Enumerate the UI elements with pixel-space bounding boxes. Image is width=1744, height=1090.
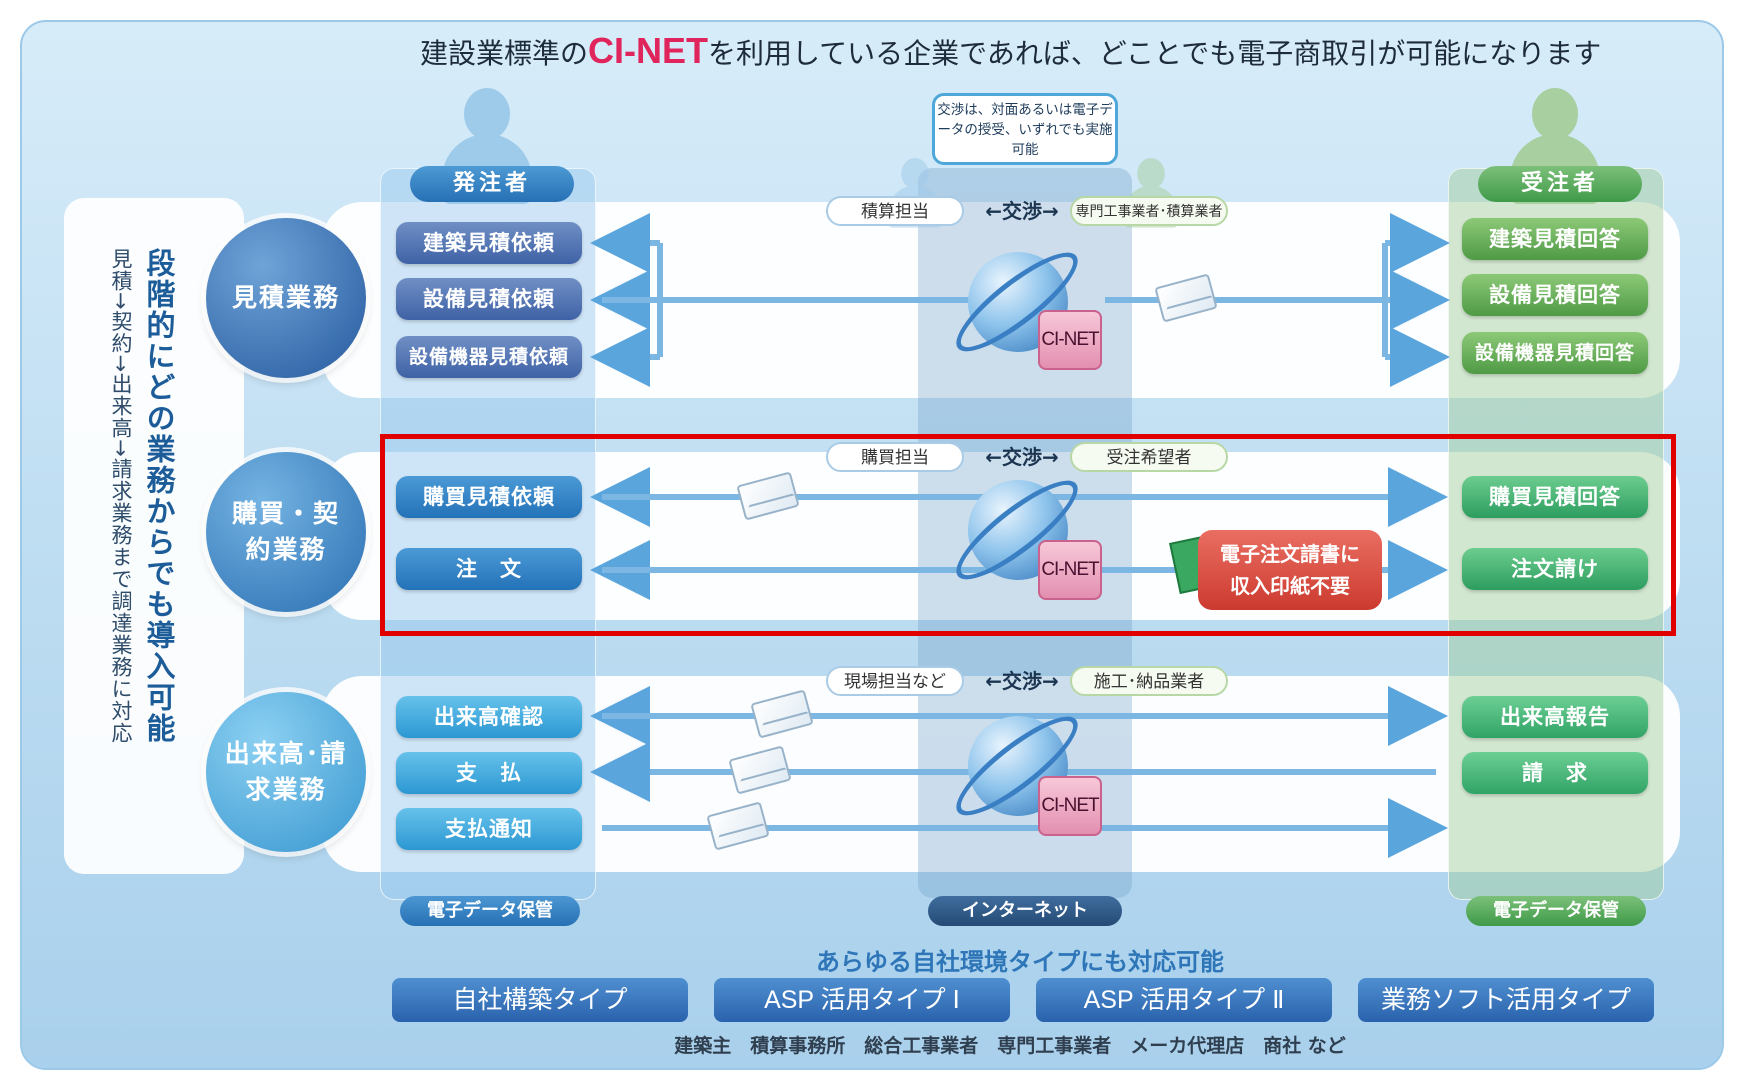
cinet-badge-2: CI-NET: [1038, 540, 1102, 600]
orderer-item-building-estimate-request: 建築見積依頼: [396, 222, 582, 264]
left-panel-title: 段階的にどの業務からでも導入可能: [142, 248, 176, 744]
contractor-storage-label: 電子データ保管: [1466, 896, 1646, 926]
orderer-item-payment: 支 払: [396, 752, 582, 794]
role-right-estimate: 専門工事業者･積算業者: [1070, 196, 1228, 226]
cinet-badge-1: CI-NET: [1038, 310, 1102, 370]
headline-post: を利用している企業であれば、どことでも電子商取引が可能になります: [708, 37, 1602, 70]
contractor-item-device-estimate-reply: 設備機器見積回答: [1462, 332, 1648, 374]
stamp-free-badge: 電子注文請書に収入印紙不要: [1198, 530, 1382, 610]
orderer-item-equipment-estimate-request: 設備見積依頼: [396, 278, 582, 320]
contractor-header: 受注者: [1478, 166, 1642, 202]
role-left-purchase: 購買担当: [826, 442, 964, 472]
cinet-badge-3: CI-NET: [1038, 776, 1102, 836]
circle-progress: 出来高･請求業務: [206, 692, 366, 852]
env-type-in-house: 自社構築タイプ: [392, 978, 688, 1022]
contractor-item-invoice: 請 求: [1462, 752, 1648, 794]
negotiation-bubble: 交渉は、対面あるいは電子データの授受、いずれでも実施可能: [932, 93, 1118, 165]
role-left-progress: 現場担当など: [826, 666, 964, 696]
circle-estimate: 見積業務: [206, 218, 366, 378]
headline: 建設業標準のCI-NETを利用している企業であれば、どことでも電子商取引が可能に…: [420, 30, 1660, 80]
negotiation-label-3: ←交渉→: [985, 669, 1059, 693]
target-users-note: 建築主 積算事務所 総合工事業者 専門工事業者 メーカ代理店 商社 など: [674, 1035, 1346, 1057]
orderer-item-order: 注 文: [396, 548, 582, 590]
internet-label: インターネット: [928, 896, 1122, 926]
contractor-item-equipment-estimate-reply: 設備見積回答: [1462, 274, 1648, 316]
contractor-item-purchase-estimate-reply: 購買見積回答: [1462, 476, 1648, 518]
env-type-asp-1: ASP 活用タイプ Ⅰ: [714, 978, 1010, 1022]
negotiation-label-1: ←交渉→: [985, 199, 1059, 223]
orderer-item-progress-check: 出来高確認: [396, 696, 582, 738]
circle-purchase: 購買・契約業務: [206, 452, 366, 612]
contractor-item-progress-report: 出来高報告: [1462, 696, 1648, 738]
contractor-item-building-estimate-reply: 建築見積回答: [1462, 218, 1648, 260]
orderer-item-payment-notice: 支払通知: [396, 808, 582, 850]
headline-brand: CI-NET: [588, 30, 709, 71]
contractor-item-order-acceptance: 注文請け: [1462, 548, 1648, 590]
env-type-business-software: 業務ソフト活用タイプ: [1358, 978, 1654, 1022]
role-right-purchase: 受注希望者: [1070, 442, 1228, 472]
role-right-progress: 施工･納品業者: [1070, 666, 1228, 696]
env-type-asp-2: ASP 活用タイプ Ⅱ: [1036, 978, 1332, 1022]
environment-caption: あらゆる自社環境タイプにも対応可能: [816, 948, 1224, 976]
role-left-estimate: 積算担当: [826, 196, 964, 226]
negotiation-label-2: ←交渉→: [985, 445, 1059, 469]
orderer-storage-label: 電子データ保管: [400, 896, 580, 926]
orderer-item-device-estimate-request: 設備機器見積依頼: [396, 336, 582, 378]
headline-pre: 建設業標準の: [420, 37, 589, 70]
orderer-item-purchase-estimate-request: 購買見積依頼: [396, 476, 582, 518]
highlight-box: [380, 434, 1676, 636]
left-panel-subtitle: 見積→契約→出来高→請求業務まで調達業務に対応: [109, 248, 133, 744]
orderer-header: 発注者: [410, 166, 574, 202]
